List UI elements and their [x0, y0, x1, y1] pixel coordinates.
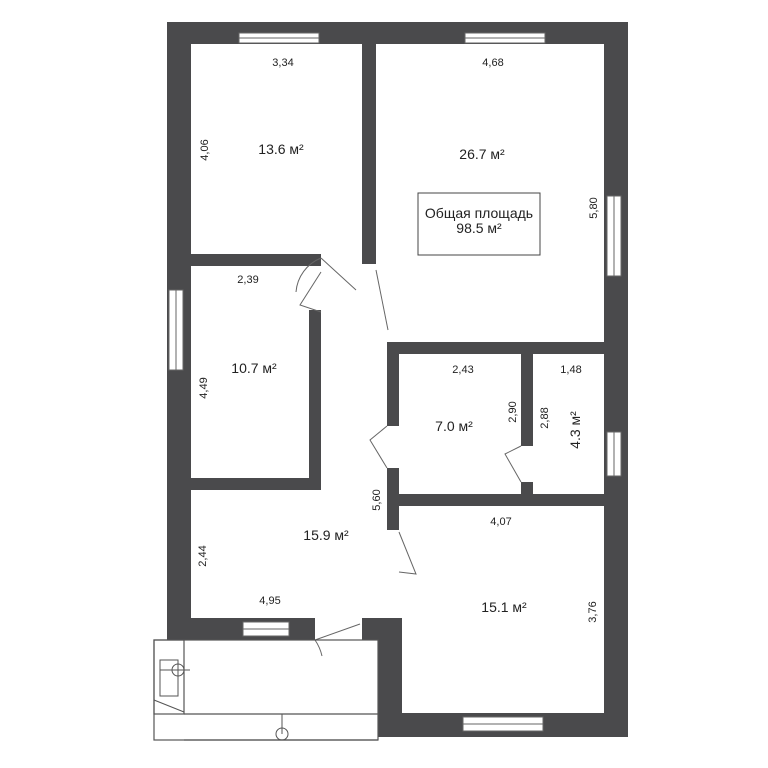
windows — [168, 32, 622, 732]
living-height: 5,80 — [588, 197, 600, 218]
living-width: 4,68 — [482, 57, 503, 69]
toilet-area: 4.3 м² — [567, 411, 583, 449]
porch-outline — [153, 639, 379, 741]
top-outer-wall — [167, 22, 628, 44]
total-area-value: 98.5 м² — [456, 220, 502, 236]
right-outer-wall — [604, 22, 628, 737]
door-bathroom — [369, 425, 388, 469]
bathroom-width: 2,43 — [452, 364, 473, 376]
hall-height: 2,44 — [197, 545, 209, 566]
left-room-bottom-wall — [191, 478, 321, 490]
hall-area: 15.9 м² — [303, 527, 349, 543]
bottom-room-width: 4,07 — [490, 516, 511, 528]
bathroom-height: 2,90 — [507, 401, 519, 422]
door-bottom-room — [398, 531, 417, 575]
bedroom-right-wall — [362, 44, 376, 264]
walls — [167, 22, 628, 737]
hall-width: 4,95 — [259, 595, 280, 607]
bedroom-area: 13.6 м² — [258, 141, 304, 157]
room-labels: 3,34 4,06 13.6 м² 4,68 26.7 м² 5,80 2,39… — [197, 57, 600, 623]
total-area-box — [417, 192, 541, 256]
left-room-width: 2,39 — [237, 274, 258, 286]
bottom-room-height: 3,76 — [587, 601, 599, 622]
bottom-room-area: 15.1 м² — [481, 599, 527, 615]
porch — [153, 639, 379, 741]
toilet-height: 2,88 — [539, 407, 551, 428]
bath-toilet-partition — [521, 354, 533, 446]
bedroom-width: 3,34 — [272, 57, 293, 69]
doors — [295, 257, 522, 657]
bath-bottom-wall — [387, 494, 604, 506]
toilet-width: 1,48 — [560, 364, 581, 376]
hall-bottom-wall-left — [167, 618, 315, 640]
total-area-label: Общая площадь — [425, 205, 533, 221]
left-room-right-wall — [309, 310, 321, 488]
bottom-room-top-stub — [387, 506, 399, 530]
corridor-length: 5,60 — [371, 489, 383, 510]
bedroom-bottom-wall — [191, 254, 321, 266]
bathroom-area: 7.0 м² — [435, 418, 473, 434]
bath-toilet-partition-stub — [521, 482, 533, 496]
door-toilet — [504, 445, 522, 483]
left-room-area: 10.7 м² — [231, 360, 277, 376]
left-room-height: 4,49 — [198, 377, 210, 398]
bath-top-wall — [387, 342, 604, 354]
bedroom-height: 4,06 — [199, 139, 211, 160]
door-left-room — [299, 271, 322, 313]
door-living — [375, 269, 389, 331]
door-bedroom — [295, 257, 357, 293]
bottom-room-left-wall — [378, 618, 402, 737]
bath-left-wall-upper — [387, 342, 399, 426]
living-area: 26.7 м² — [459, 146, 505, 162]
